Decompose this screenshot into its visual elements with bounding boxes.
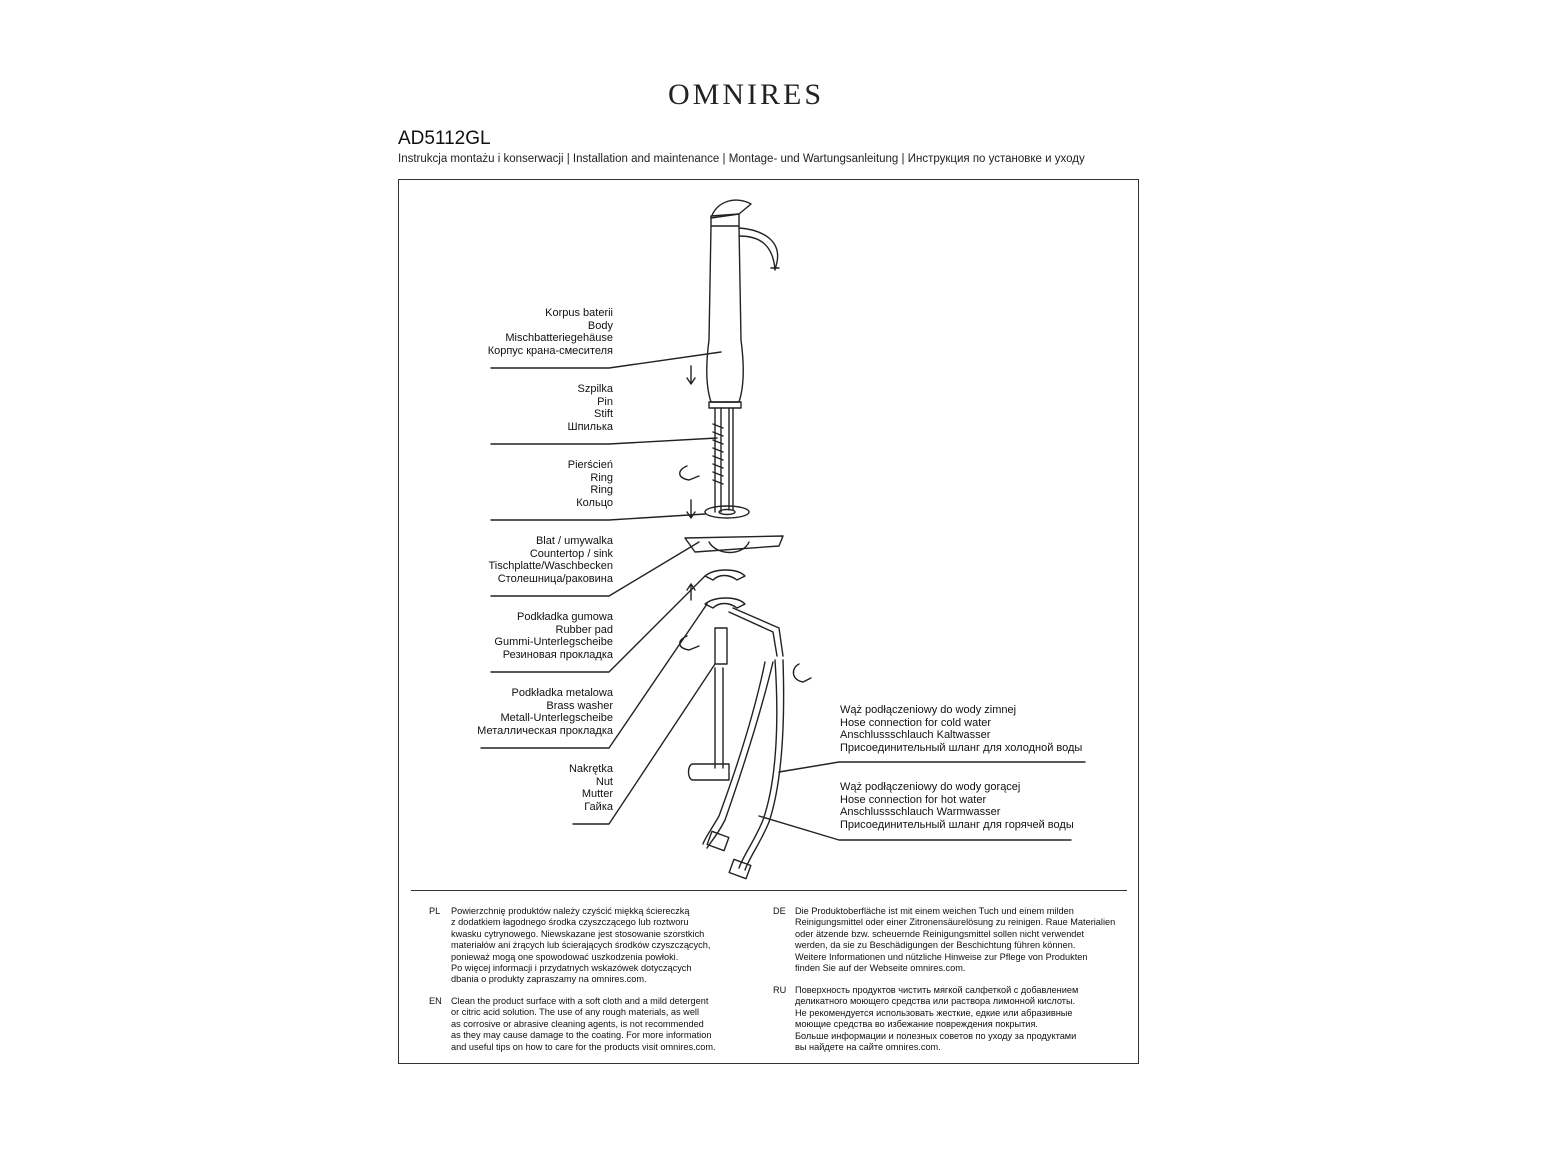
rotate-arrow-icon (792, 663, 812, 683)
pin-rod (714, 407, 722, 513)
language-code: EN (429, 996, 442, 1006)
hose-pipe (728, 607, 784, 657)
down-arrow-icon (686, 365, 696, 385)
leader-line-brass-washer (480, 603, 708, 749)
pin-thread (712, 423, 724, 485)
faucet-spout (738, 227, 779, 271)
language-code: RU (773, 985, 787, 995)
language-code: DE (773, 906, 786, 916)
cold-water-hose (738, 659, 778, 869)
faucet-handle (710, 199, 752, 219)
model-number: AD5112GL (398, 128, 491, 149)
nut-part (714, 627, 728, 665)
faucet-base (708, 401, 742, 409)
rotate-arrow-icon (679, 635, 700, 651)
brass-washer-part (704, 597, 746, 609)
leader-line-hot-hose (758, 815, 1072, 841)
care-text: Powierzchnię produktów należy czyścić mi… (451, 906, 711, 985)
exploded-assembly-diagram (480, 199, 1086, 880)
leader-line-body (490, 351, 722, 369)
countertop-part (684, 535, 784, 553)
mounting-bracket (687, 763, 730, 781)
faucet-body (706, 225, 744, 403)
care-text: Die Produktoberfläche ist mit einem weic… (795, 906, 1116, 974)
brand-logo: OMNIRES (667, 78, 824, 111)
care-text: Поверхность продуктов чистить мягкой сал… (795, 985, 1079, 1053)
ring-part (704, 505, 750, 519)
leader-line-nut (572, 663, 716, 825)
leader-line-cold-hose (778, 761, 1086, 773)
rotate-arrow-icon (679, 465, 700, 481)
section-divider (411, 890, 1127, 891)
mounting-rod (714, 667, 724, 769)
hot-hose-fitting (706, 830, 730, 852)
leader-line-rubber-pad (490, 575, 706, 673)
leader-line-ring (490, 513, 706, 521)
rubber-pad-part (704, 569, 746, 581)
cold-hose-fitting (728, 858, 752, 880)
leader-line-pin (490, 437, 718, 445)
care-text: Clean the product surface with a soft cl… (451, 996, 716, 1052)
leader-line-countertop (490, 541, 700, 597)
language-code: PL (429, 906, 441, 916)
hot-water-hose (706, 661, 774, 849)
document-subtitle: Instrukcja montażu i konserwacji | Insta… (398, 153, 1085, 165)
